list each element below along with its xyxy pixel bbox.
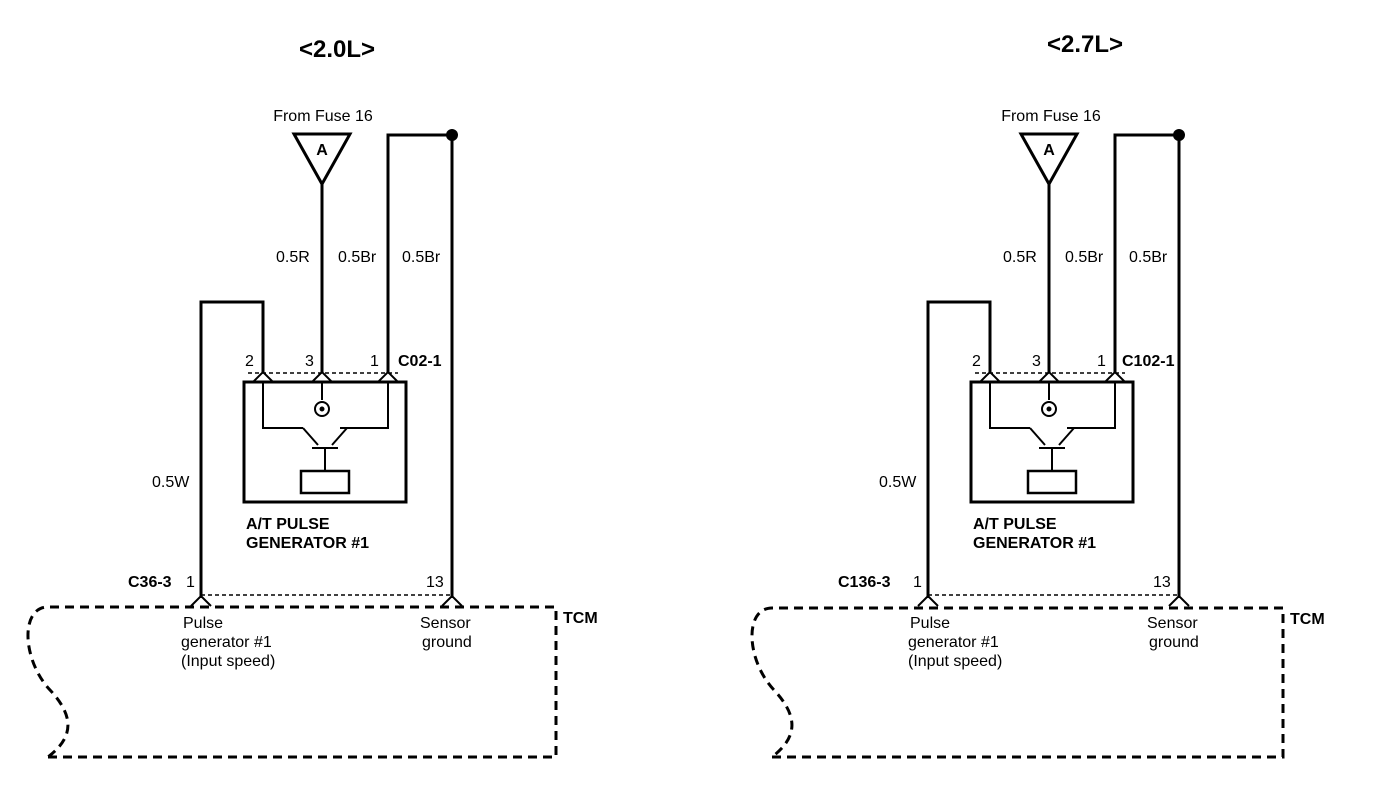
pulse-generator-box: [242, 380, 408, 504]
fuse-triangle-icon: [1018, 132, 1080, 188]
wire-label-brown-2: 0.5Br: [402, 249, 441, 266]
connector-bottom-terminals: [917, 594, 1190, 607]
wire-label-brown-1: 0.5Br: [1065, 249, 1104, 266]
pin-label-2: 2: [245, 353, 254, 370]
connector-bottom-label: C136-3: [838, 574, 891, 591]
wire-brown-1: [386, 133, 452, 372]
fuse-triangle-icon: [291, 132, 353, 188]
wire-label-brown-2: 0.5Br: [1129, 249, 1168, 266]
wire-label-red: 0.5R: [1003, 249, 1037, 266]
tcm-pin-left-line1: Pulse: [183, 615, 223, 632]
tcm-pin-left-line2: generator #1: [181, 634, 272, 651]
component-label-line1: A/T PULSE: [246, 516, 330, 533]
pin-label-1: 1: [370, 353, 379, 370]
component-label-line1: A/T PULSE: [973, 516, 1057, 533]
pin-label-3: 3: [1032, 353, 1041, 370]
diagram-title: <2.7L>: [1047, 31, 1123, 58]
pin-label-2: 2: [972, 353, 981, 370]
wire-white: [199, 300, 265, 598]
wire-white: [926, 300, 992, 598]
connector-top-label: C02-1: [398, 353, 442, 370]
tcm-pin-right-line1: Sensor: [1147, 615, 1198, 632]
wire-label-brown-1: 0.5Br: [338, 249, 377, 266]
connector-top-label: C102-1: [1122, 353, 1175, 370]
tcm-pin-right-line2: ground: [1149, 634, 1199, 651]
splice-dot: [1173, 129, 1185, 141]
fuse-label: From Fuse 16: [1001, 108, 1101, 125]
pin-label-3: 3: [305, 353, 314, 370]
pin-bottom-left: 1: [913, 574, 922, 591]
pulse-generator-box: [969, 380, 1135, 504]
connector-bottom-terminals: [190, 594, 463, 607]
wire-brown-1: [1113, 133, 1179, 372]
component-label-line2: GENERATOR #1: [246, 535, 369, 552]
tcm-outline: [750, 606, 1285, 759]
tcm-pin-left-line3: (Input speed): [908, 653, 1002, 670]
pulse-generator-internals: [262, 382, 389, 495]
diagram-2-0l: <2.0L> From Fuse 16 A 0.5R 0.5Br 0.5Br 0…: [26, 36, 598, 759]
pin-bottom-left: 1: [186, 574, 195, 591]
diagram-title: <2.0L>: [299, 36, 375, 63]
wire-label-white: 0.5W: [152, 474, 190, 491]
component-label-line2: GENERATOR #1: [973, 535, 1096, 552]
pin-bottom-right: 13: [1153, 574, 1171, 591]
diagram-2-7l: <2.7L> From Fuse 16 A 0.5R 0.5Br 0.5Br 0…: [750, 31, 1325, 759]
fuse-letter: A: [1043, 142, 1055, 159]
wire-label-white: 0.5W: [879, 474, 917, 491]
tcm-pin-left-line3: (Input speed): [181, 653, 275, 670]
connector-bottom-label: C36-3: [128, 574, 172, 591]
tcm-label: TCM: [563, 610, 598, 627]
wires: [926, 133, 1181, 598]
fuse-letter: A: [316, 142, 328, 159]
splice-dot: [446, 129, 458, 141]
tcm-label: TCM: [1290, 611, 1325, 628]
pin-bottom-right: 13: [426, 574, 444, 591]
fuse-label: From Fuse 16: [273, 108, 373, 125]
tcm-pin-left-line2: generator #1: [908, 634, 999, 651]
tcm-outline: [26, 605, 558, 759]
tcm-pin-right-line1: Sensor: [420, 615, 471, 632]
tcm-pin-left-line1: Pulse: [910, 615, 950, 632]
pin-label-1: 1: [1097, 353, 1106, 370]
connector-top-terminals: [252, 370, 399, 383]
wire-label-red: 0.5R: [276, 249, 310, 266]
connector-top-terminals: [979, 370, 1126, 383]
wires: [199, 133, 454, 598]
pulse-generator-internals: [989, 382, 1116, 495]
tcm-pin-right-line2: ground: [422, 634, 472, 651]
